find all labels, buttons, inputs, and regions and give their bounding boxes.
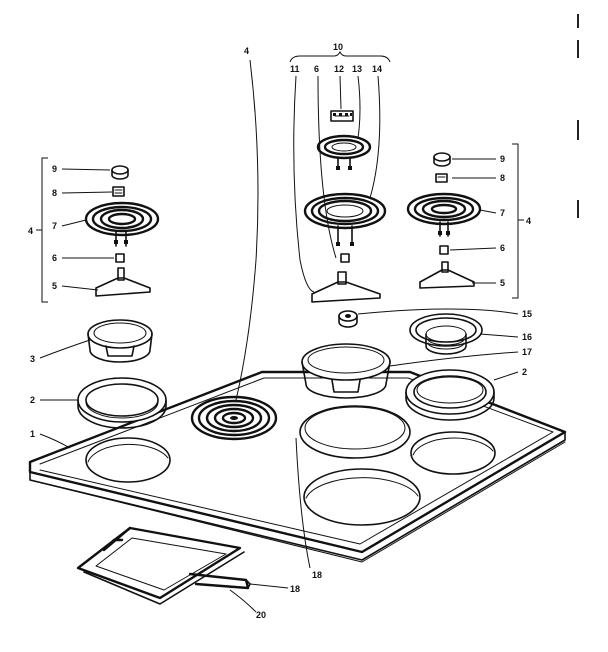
surface-element-installed [190, 395, 278, 441]
callout-2-right: 2 [522, 367, 527, 377]
drip-pan-large [301, 343, 391, 399]
trim-ring-right [405, 369, 495, 421]
callout-11: 11 [290, 64, 300, 74]
callout-14: 14 [372, 64, 382, 74]
callout-5-right: 5 [500, 278, 505, 288]
callout-15: 15 [522, 309, 532, 319]
callout-6-left: 6 [52, 253, 57, 263]
callout-9-right: 9 [500, 154, 505, 164]
lift-up-tray [76, 526, 251, 605]
callout-4-right: 4 [526, 216, 531, 226]
callout-7-right: 7 [500, 208, 505, 218]
callout-12: 12 [334, 64, 344, 74]
callout-10: 10 [333, 42, 343, 52]
reflector-bowl [409, 313, 483, 355]
callout-18-cooktop: 18 [312, 570, 322, 580]
callout-2-left: 2 [30, 395, 35, 405]
callout-4-top: 4 [244, 46, 249, 56]
element-cap [338, 310, 358, 328]
drip-pan-small [87, 319, 153, 363]
trim-ring-left [77, 377, 167, 429]
callout-18-tray: 18 [290, 584, 300, 594]
callout-1: 1 [30, 429, 35, 439]
callout-8-left: 8 [52, 188, 57, 198]
left-element-assembly [84, 165, 160, 297]
callout-8-right: 8 [500, 173, 505, 183]
callout-3: 3 [30, 354, 35, 364]
callout-17: 17 [522, 347, 532, 357]
callout-9-left: 9 [52, 164, 57, 174]
callout-16: 16 [522, 332, 532, 342]
leader-lines [36, 50, 524, 613]
scan-edge-marks [577, 14, 579, 218]
callout-20: 20 [256, 610, 266, 620]
callout-13: 13 [352, 64, 362, 74]
callout-7-left: 7 [52, 221, 57, 231]
center-element-assembly [303, 110, 387, 303]
right-element-assembly [406, 152, 482, 289]
callout-4-left: 4 [28, 226, 33, 236]
callout-5-left: 5 [52, 281, 57, 291]
cooktop-burner-openings [85, 405, 496, 526]
callout-labels: 9 8 7 4 6 5 9 8 7 4 6 5 10 11 6 12 13 14… [28, 42, 532, 620]
callout-6-right: 6 [500, 243, 505, 253]
callout-6-center: 6 [314, 64, 319, 74]
